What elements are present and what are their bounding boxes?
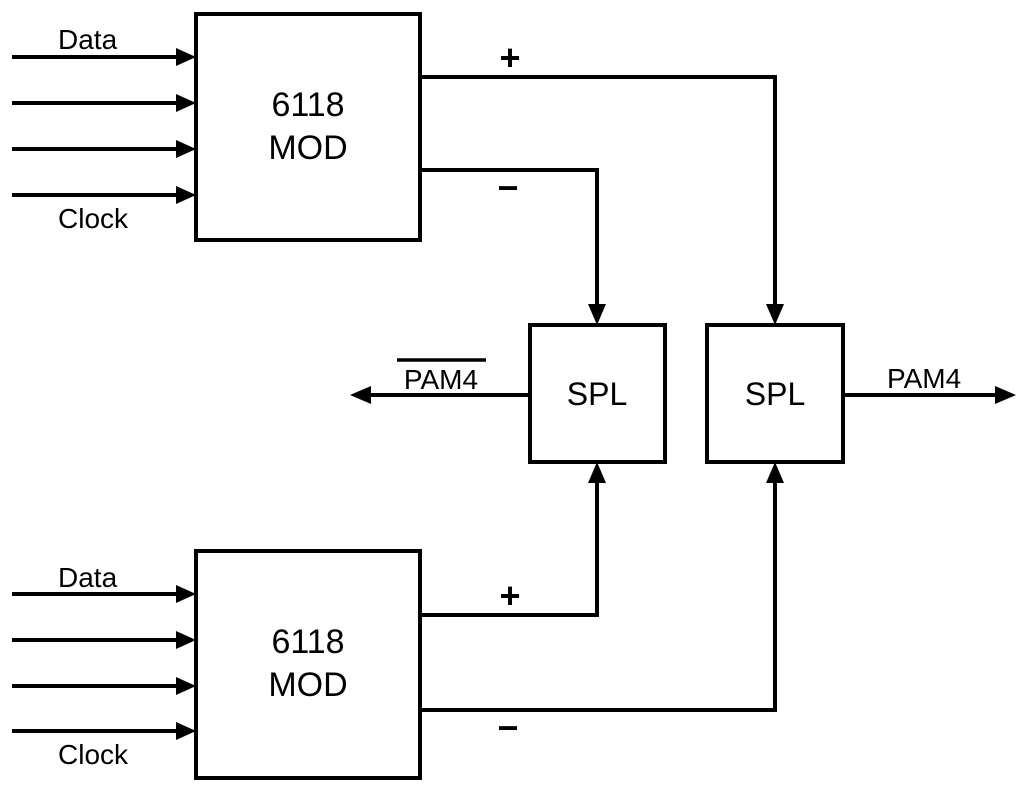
bottom-clock-input-label: Clock [58, 739, 129, 770]
top-minus-arrowhead [588, 304, 606, 325]
bottom-input-arrowhead-1 [176, 585, 196, 603]
top-minus-connection: − [420, 167, 606, 325]
top-input-arrowhead-4 [176, 186, 196, 204]
bottom-input-arrowhead-4 [176, 722, 196, 740]
top-plus-arrowhead [766, 304, 784, 325]
pam4-label: PAM4 [887, 363, 961, 394]
bottom-minus-connection: − [420, 462, 784, 748]
bottom-modulator-type-label: MOD [268, 666, 347, 704]
top-input-arrowhead-1 [176, 48, 196, 66]
top-minus-wire [420, 168, 599, 309]
right-splitter-box [705, 323, 845, 464]
inverted-pam4-output: PAM4 [350, 358, 530, 404]
bottom-modulator: 6118 MOD Data Clock [12, 549, 422, 780]
top-modulator-box [194, 12, 422, 242]
bottom-input-arrowhead-3 [176, 677, 196, 695]
top-modulator-model-label: 6118 [271, 86, 344, 124]
bottom-plus-connection: + [420, 462, 606, 617]
right-splitter-label: SPL [745, 376, 805, 412]
inverted-pam4-label: PAM4 [404, 364, 478, 395]
bottom-plus-wire [420, 478, 599, 617]
top-input-arrowhead-2 [176, 94, 196, 112]
inverted-pam4-arrowhead [350, 386, 371, 404]
left-splitter-label: SPL [567, 376, 627, 412]
top-clock-input-label: Clock [58, 203, 129, 234]
bottom-input-arrowhead-2 [176, 631, 196, 649]
bottom-modulator-model-label: 6118 [271, 623, 344, 661]
bottom-minus-arrowhead [766, 462, 784, 483]
right-splitter: SPL [705, 323, 845, 464]
top-plus-label: + [499, 37, 520, 78]
bottom-minus-wire [420, 478, 777, 712]
top-modulator-type-label: MOD [268, 129, 347, 167]
pam4-arrowhead [995, 386, 1016, 404]
top-minus-label: − [497, 167, 518, 208]
top-plus-connection: + [420, 37, 784, 325]
top-modulator: 6118 MOD Data Clock [12, 12, 422, 242]
bottom-data-input-label: Data [58, 562, 118, 593]
top-plus-wire [420, 75, 777, 309]
left-splitter: SPL [528, 323, 667, 464]
bottom-minus-label: − [497, 707, 518, 748]
bottom-modulator-box [194, 549, 422, 780]
pam4-output: PAM4 [843, 363, 1016, 404]
left-splitter-box [528, 323, 667, 464]
bottom-plus-label: + [499, 575, 520, 616]
top-input-arrowhead-3 [176, 140, 196, 158]
top-data-input-label: Data [58, 24, 118, 55]
bottom-plus-arrowhead [588, 462, 606, 483]
